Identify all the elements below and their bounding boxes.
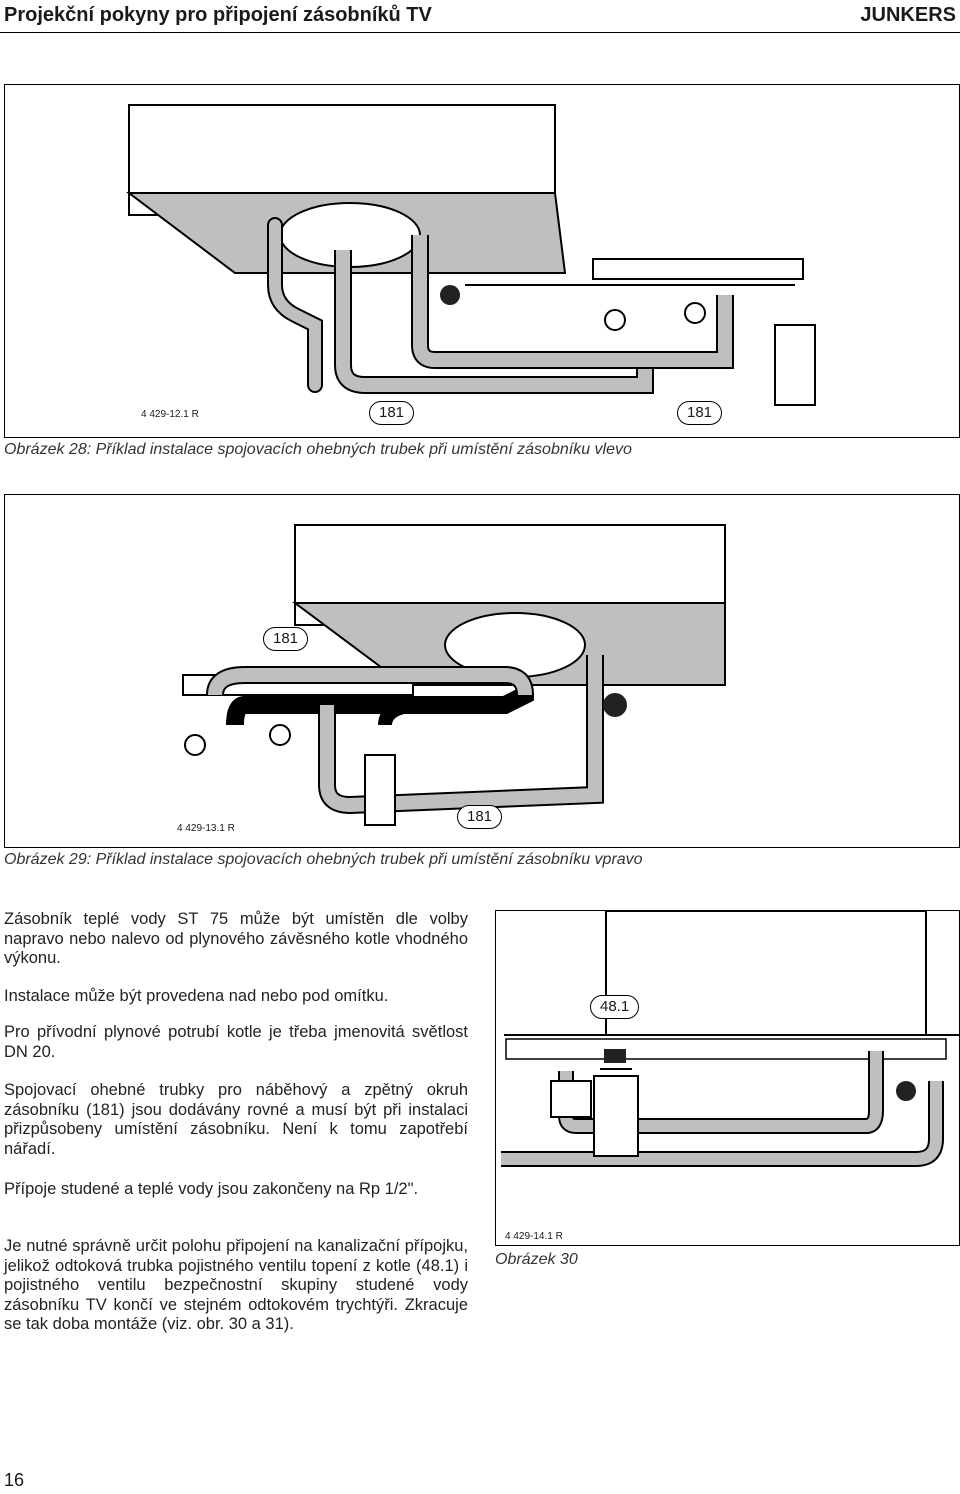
figure-30-callout-48-1: 48.1 — [590, 995, 640, 1019]
figure-30-caption: Obrázek 30 — [495, 1251, 578, 1268]
valve-rail — [592, 258, 804, 280]
figure-29-ref: 4 429-13.1 R — [177, 823, 235, 834]
figure-29: 181 4 429-13.1 R 181 — [4, 494, 960, 848]
boiler-body — [605, 911, 927, 1036]
page-number: 16 — [4, 1470, 25, 1490]
figure-28-callout-181-right: 181 — [677, 401, 723, 425]
drain-pipe — [593, 1075, 639, 1157]
paragraph-3: Pro přívodní plynové potrubí kotle je tř… — [4, 1023, 468, 1061]
figure-29-callout-181-top: 181 — [263, 627, 309, 651]
figure-29-drawing — [182, 524, 726, 826]
page-header-title: Projekční pokyny pro připojení zásobníků… — [4, 4, 432, 26]
paragraph-4: Spojovací ohebné trubky pro náběhový a z… — [4, 1081, 468, 1158]
figure-28-caption: Obrázek 28: Příklad instalace spojovacíc… — [4, 441, 632, 458]
figure-28: 4 429-12.1 R 181 181 — [4, 84, 960, 438]
paragraph-5: Přípoje studené a teplé vody jsou zakonč… — [4, 1180, 419, 1198]
figure-28-ref: 4 429-12.1 R — [141, 409, 199, 420]
header-rule — [0, 32, 960, 33]
figure-28-callout-181-left: 181 — [369, 401, 415, 425]
figure-28-drawing — [126, 104, 816, 406]
figure-30: 48.1 — [495, 910, 960, 1246]
paragraph-6: Je nutné správně určit polohu připojení … — [4, 1237, 468, 1333]
paragraph-2: Instalace může být provedena nad nebo po… — [4, 987, 389, 1005]
paragraph-1: Zásobník teplé vody ST 75 může být umíst… — [4, 910, 468, 967]
figure-29-callout-181-bottom: 181 — [457, 805, 503, 829]
figure-30-ref: 4 429-14.1 R — [505, 1231, 563, 1242]
figure-30-drawing — [501, 911, 959, 1167]
flexible-pipe-3 — [378, 698, 485, 726]
figure-29-caption: Obrázek 29: Příklad instalace spojovacíc… — [4, 851, 643, 868]
brand-logo-text: JUNKERS — [860, 4, 956, 26]
